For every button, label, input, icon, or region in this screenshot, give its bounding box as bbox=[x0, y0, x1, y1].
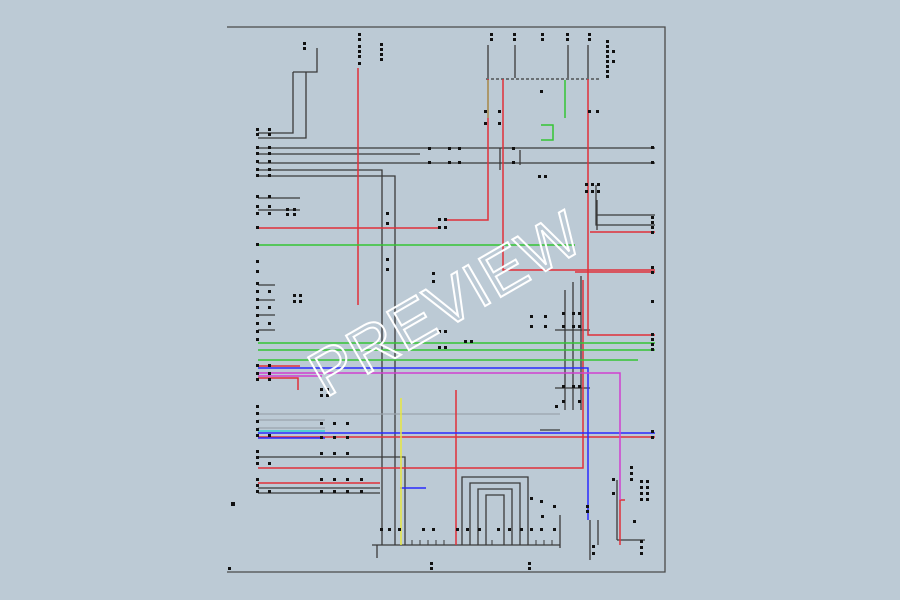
red-wires bbox=[258, 68, 655, 545]
sheet-frame bbox=[227, 26, 666, 573]
magenta-wires bbox=[258, 372, 621, 500]
bus-tick-marks bbox=[411, 540, 553, 545]
blue-wires bbox=[258, 367, 655, 520]
terminal-pins bbox=[228, 33, 654, 570]
green-wires bbox=[258, 80, 655, 361]
gray-wires bbox=[258, 413, 560, 429]
black-wires bbox=[258, 45, 655, 560]
